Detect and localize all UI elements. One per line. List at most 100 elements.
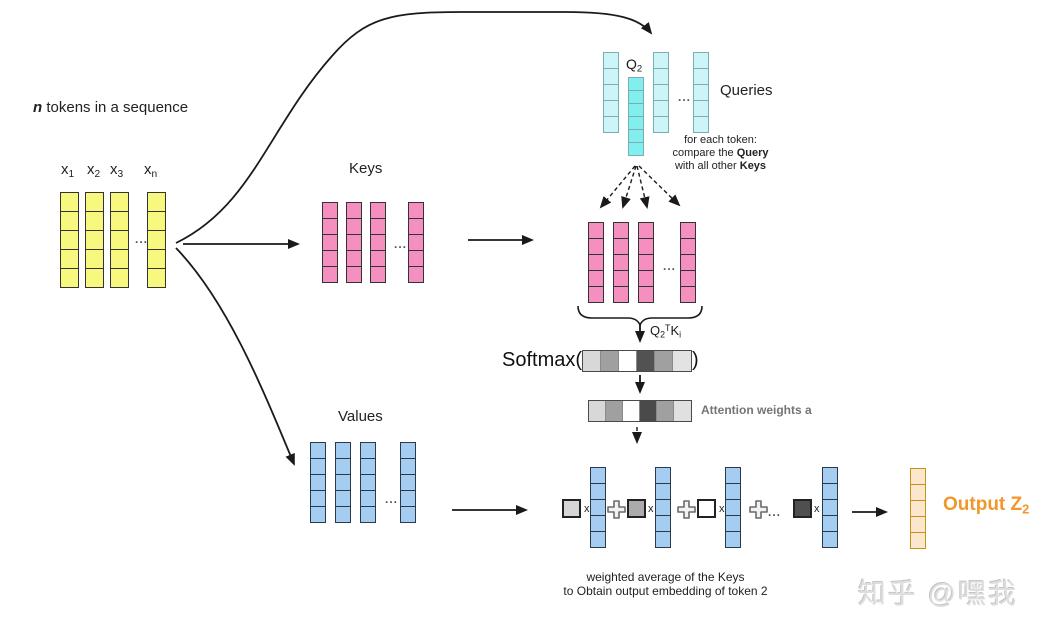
vector-cell [400, 442, 416, 459]
vector-cell [408, 202, 424, 219]
vector-cell [335, 458, 351, 475]
vector-cell [725, 515, 741, 532]
vector-column [680, 222, 696, 303]
vector-cell [680, 286, 696, 303]
vector-cell [603, 100, 619, 117]
weight-square-1 [562, 499, 581, 518]
vector-cell [400, 458, 416, 475]
softmax-expression: Softmax( ) [502, 349, 699, 372]
ellipsis: ... [394, 237, 408, 251]
vector-cell [638, 286, 654, 303]
vector-cell [588, 238, 604, 255]
queries-matrix: ... [603, 52, 709, 156]
weighted-average-caption: weighted average of the Keys to Obtain o… [538, 570, 793, 598]
vector-cell [613, 238, 629, 255]
annotation-line3: with all other Keys [674, 160, 767, 172]
vector-cell [693, 52, 709, 69]
times-2: x [648, 503, 654, 515]
vector-cell [346, 218, 362, 235]
vector-cell [590, 499, 606, 516]
underbrace [577, 305, 703, 328]
vector-cell [822, 467, 838, 484]
vector-cell [638, 238, 654, 255]
vector-cell [322, 202, 338, 219]
vector-column [910, 468, 926, 549]
vector-cell [638, 254, 654, 271]
vector-cell [60, 211, 79, 231]
vector-cell [680, 270, 696, 287]
vector-cell [60, 192, 79, 212]
value-column-1 [590, 467, 606, 548]
token-embeddings-matrix: ... [60, 192, 166, 288]
vector-column [603, 52, 619, 133]
score-formula: Q2TKi [650, 323, 682, 340]
vector-column [370, 202, 386, 283]
vector-cell [400, 506, 416, 523]
vector-cell [628, 103, 644, 117]
vector-cell [603, 68, 619, 85]
vector-cell [110, 230, 129, 250]
vector-cell [310, 490, 326, 507]
caption-line2: to Obtain output embedding of token 2 [563, 584, 768, 598]
vector-cell [822, 515, 838, 532]
vector-cell [590, 467, 606, 484]
compared-keys-matrix: ... [588, 222, 696, 303]
vector-column [628, 77, 644, 156]
vector-column [60, 192, 79, 288]
vector-column [588, 222, 604, 303]
softmax-close: ) [692, 349, 699, 371]
vector-cell [588, 254, 604, 271]
vector-cell [310, 442, 326, 459]
vector-cell [910, 532, 926, 549]
vector-column [408, 202, 424, 283]
softmax-scores-row [582, 349, 693, 372]
ellipsis: ... [678, 90, 692, 104]
vector-cell [322, 218, 338, 235]
arrow-query-compare-1 [599, 165, 636, 209]
softmax-open: Softmax( [502, 349, 583, 371]
vector-column [310, 442, 326, 523]
vector-column [822, 467, 838, 548]
vector-cell [335, 474, 351, 491]
weight-cell [601, 350, 620, 371]
vector-cell [613, 286, 629, 303]
vector-cell [408, 266, 424, 283]
vector-cell [370, 266, 386, 283]
weight-cell [640, 401, 657, 421]
vector-cell [370, 250, 386, 267]
vector-cell [603, 116, 619, 133]
vector-column [346, 202, 362, 283]
vector-cell [613, 254, 629, 271]
vector-cell [725, 467, 741, 484]
vector-cell [360, 442, 376, 459]
annotation-line2: compare the Query [672, 147, 769, 159]
vector-cell [60, 268, 79, 288]
vector-cell [653, 100, 669, 117]
vector-cell [588, 286, 604, 303]
vector-cell [147, 249, 166, 269]
vector-column [335, 442, 351, 523]
vector-cell [360, 490, 376, 507]
vector-cell [590, 515, 606, 532]
vector-cell [110, 192, 129, 212]
vector-cell [408, 250, 424, 267]
vector-column [322, 202, 338, 283]
vector-cell [653, 52, 669, 69]
vector-cell [693, 116, 709, 133]
vector-cell [638, 222, 654, 239]
vector-column [360, 442, 376, 523]
token-label-x2: x2 [87, 161, 101, 180]
times-1: x [584, 503, 590, 515]
vector-cell [628, 90, 644, 104]
value-column-2 [655, 467, 671, 548]
vector-cell [400, 474, 416, 491]
plus-icon [677, 500, 696, 519]
queries-label: Queries [720, 82, 773, 99]
vector-column [400, 442, 416, 523]
vector-cell [653, 116, 669, 133]
vector-cell [346, 250, 362, 267]
vector-column [693, 52, 709, 133]
weight-cell [606, 401, 623, 421]
vector-cell [693, 68, 709, 85]
